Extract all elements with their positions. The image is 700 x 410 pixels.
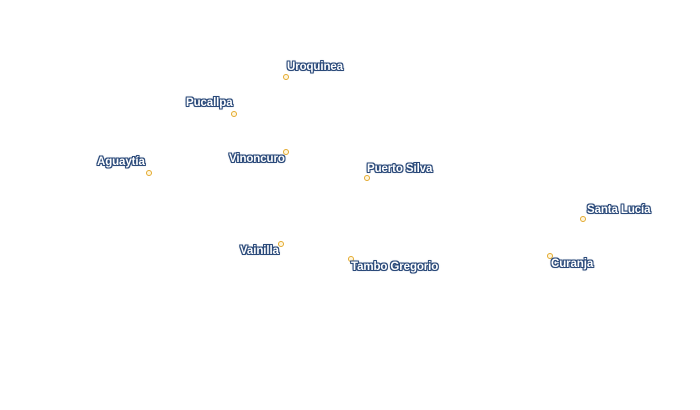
place-label[interactable]: Uroquinea [287, 61, 343, 73]
place-label[interactable]: Curanja [551, 258, 594, 270]
place-label[interactable]: Aguaytía [97, 156, 145, 168]
place-marker-icon[interactable] [283, 149, 289, 155]
place-marker-icon[interactable] [364, 175, 370, 181]
place-label[interactable]: Santa Lucía [587, 204, 651, 216]
place-marker-icon[interactable] [547, 253, 553, 259]
place-marker-icon[interactable] [348, 256, 354, 262]
place-label[interactable]: Vinoncuro [229, 153, 285, 165]
place-label[interactable]: Puerto Silva [367, 163, 433, 175]
place-label[interactable]: Pucallpa [186, 97, 233, 109]
place-marker-icon[interactable] [278, 241, 284, 247]
place-label[interactable]: Vainilla [240, 245, 279, 257]
place-marker-icon[interactable] [146, 170, 152, 176]
place-marker-icon[interactable] [231, 111, 237, 117]
place-label[interactable]: Tambo Gregorio [351, 261, 439, 273]
place-marker-icon[interactable] [283, 74, 289, 80]
place-marker-icon[interactable] [580, 216, 586, 222]
